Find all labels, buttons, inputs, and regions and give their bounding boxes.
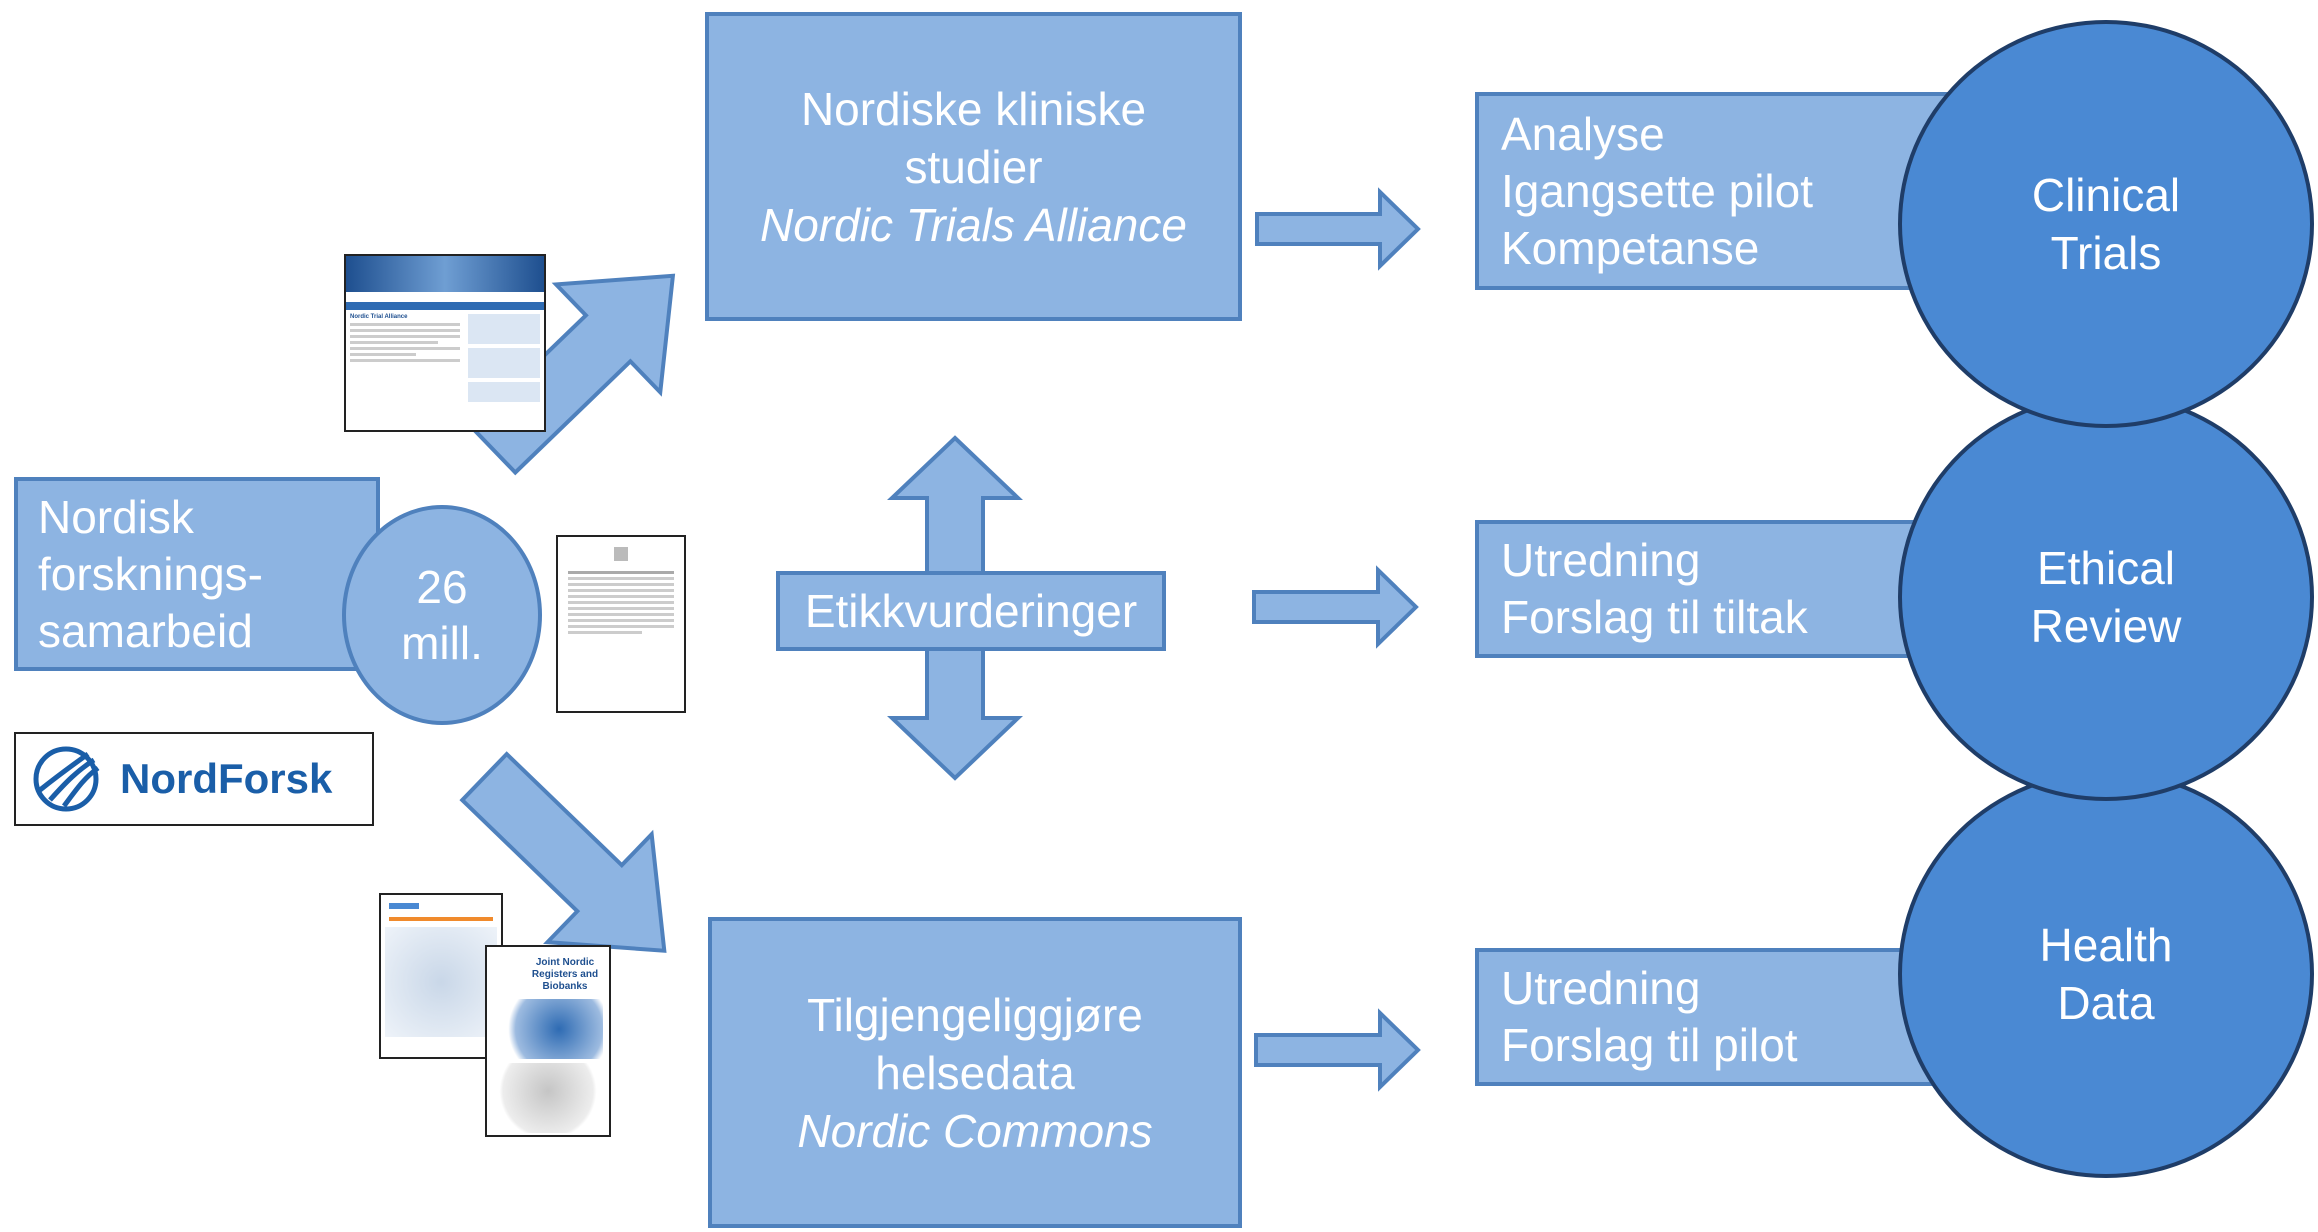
report-thumbnail-front: Joint Nordic Registers and Biobanks <box>485 945 611 1137</box>
ethics-box: Etikkvurderinger <box>776 571 1166 651</box>
trials-line-2: studier <box>904 140 1043 193</box>
ethical-review-line-1: Ethical <box>2036 542 2176 594</box>
nordforsk-logo: NordForsk <box>14 732 374 826</box>
clinical-trials-line-1: Clinical <box>2031 169 2181 221</box>
data-action-2: Forslag til pilot <box>1501 1019 1798 1071</box>
arrow-right-ethics <box>1252 565 1419 649</box>
ethics-label: Etikkvurderinger <box>804 585 1138 637</box>
letter-thumbnail <box>556 535 686 713</box>
health-data-line-1: Health <box>2039 919 2173 971</box>
source-line-2: forsknings- <box>38 547 263 600</box>
report-title: Joint Nordic Registers and Biobanks <box>531 957 599 992</box>
data-box: Tilgjengeliggjøre helsedata Nordic Commo… <box>708 917 1242 1228</box>
data-actions-box: Utredning Forslag til pilot <box>1475 948 1965 1086</box>
source-line-1: Nordisk <box>38 490 194 543</box>
trials-actions-box: Analyse Igangsette pilot Kompetanse <box>1475 92 1965 290</box>
report-thumbnail-back <box>379 893 503 1059</box>
website-header-banner <box>346 256 544 292</box>
website-page-title: Nordic Trial Alliance <box>350 314 408 320</box>
data-line-2: helsedata <box>875 1046 1075 1099</box>
data-action-1: Utredning <box>1501 962 1701 1014</box>
ethical-review-circle: Ethical Review <box>1898 393 2314 801</box>
trials-line-1: Nordiske kliniske <box>800 82 1147 135</box>
amount-unit: mill. <box>401 617 483 669</box>
data-italic: Nordic Commons <box>797 1104 1153 1157</box>
ethics-action-2: Forslag til tiltak <box>1501 591 1808 643</box>
health-data-circle: Health Data <box>1898 770 2314 1178</box>
ethics-actions-box: Utredning Forslag til tiltak <box>1475 520 1965 658</box>
amount-circle: 26 mill. <box>342 505 542 725</box>
website-thumbnail: Nordic Trial Alliance <box>344 254 546 432</box>
ethics-action-1: Utredning <box>1501 534 1701 586</box>
nordforsk-logo-text: NordForsk <box>120 755 333 802</box>
arrow-right-data <box>1254 1008 1421 1092</box>
source-line-3: samarbeid <box>38 604 253 657</box>
health-data-line-2: Data <box>2057 977 2155 1029</box>
source-box: Nordisk forsknings- samarbeid <box>14 477 380 671</box>
clinical-trials-line-2: Trials <box>2050 227 2162 279</box>
trials-action-2: Igangsette pilot <box>1501 164 1814 217</box>
ethical-review-line-2: Review <box>2030 600 2182 652</box>
trials-italic: Nordic Trials Alliance <box>760 198 1187 251</box>
clinical-trials-circle: Clinical Trials <box>1898 20 2314 428</box>
data-line-1: Tilgjengeliggjøre <box>807 988 1143 1041</box>
nordforsk-swan-icon <box>33 746 100 812</box>
amount-value: 26 <box>416 561 468 613</box>
website-nav-bar <box>346 302 544 310</box>
trials-action-3: Kompetanse <box>1501 221 1760 274</box>
trials-box: Nordiske kliniske studier Nordic Trials … <box>705 12 1242 321</box>
trials-action-1: Analyse <box>1501 107 1665 160</box>
arrow-right-trials <box>1255 187 1421 271</box>
